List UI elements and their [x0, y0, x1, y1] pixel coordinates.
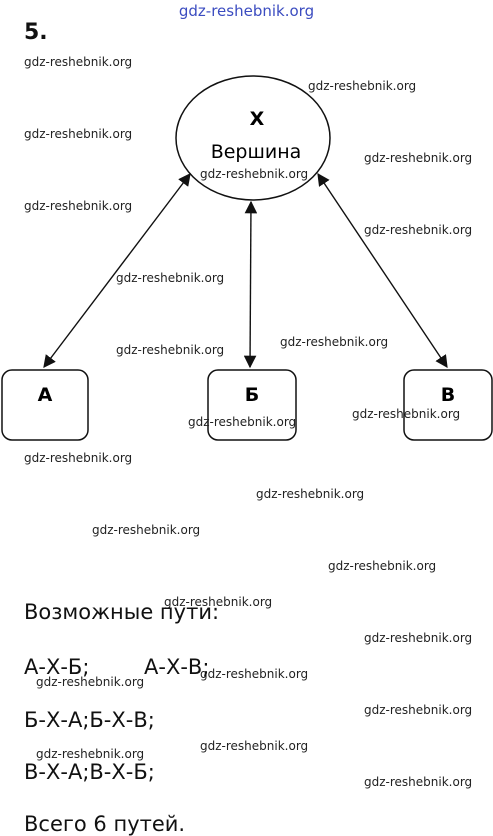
- site-header: gdz-reshebnik.org: [178, 2, 315, 20]
- node-b-shape: [207, 369, 297, 441]
- watermark: gdz-reshebnik.org: [200, 167, 309, 181]
- watermark: gdz-reshebnik.org: [328, 559, 437, 573]
- node-v-shape: [403, 369, 493, 441]
- total-text: Всего 6 путей.: [24, 812, 186, 836]
- watermark: gdz-reshebnik.org: [364, 775, 473, 789]
- watermark: gdz-reshebnik.org: [36, 747, 145, 761]
- watermark: gdz-reshebnik.org: [308, 79, 417, 93]
- path-line: Б-Х-А;Б-Х-В;: [24, 708, 155, 732]
- watermark: gdz-reshebnik.org: [280, 335, 389, 349]
- watermark: gdz-reshebnik.org: [364, 703, 473, 717]
- path-line: В-Х-А;В-Х-Б;: [24, 760, 155, 784]
- node-a-letter: А: [38, 384, 53, 406]
- paths-title: Возможные пути:: [24, 600, 220, 624]
- watermark: gdz-reshebnik.org: [24, 199, 133, 213]
- node-v-letter: В: [441, 384, 455, 406]
- arrow-x-b: [243, 200, 258, 369]
- watermark: gdz-reshebnik.org: [256, 487, 365, 501]
- watermark: gdz-reshebnik.org: [188, 415, 297, 429]
- arrow-x-a: [43, 172, 191, 369]
- watermark: gdz-reshebnik.org: [352, 407, 461, 421]
- watermark: gdz-reshebnik.org: [164, 595, 273, 609]
- watermark: gdz-reshebnik.org: [200, 667, 309, 681]
- watermark: gdz-reshebnik.org: [24, 55, 133, 69]
- task-number: 5.: [24, 20, 48, 45]
- node-b-letter: Б: [245, 384, 259, 406]
- watermark: gdz-reshebnik.org: [24, 127, 133, 141]
- node-a-shape: [1, 369, 89, 441]
- watermark: gdz-reshebnik.org: [116, 271, 225, 285]
- top-node-shape: [175, 75, 331, 201]
- watermark: gdz-reshebnik.org: [24, 451, 133, 465]
- top-node-letter: Х: [250, 108, 265, 130]
- watermark: gdz-reshebnik.org: [36, 675, 145, 689]
- arrow-x-v: [317, 172, 448, 369]
- watermark: gdz-reshebnik.org: [364, 151, 473, 165]
- watermark: gdz-reshebnik.org: [92, 523, 201, 537]
- watermark: gdz-reshebnik.org: [364, 631, 473, 645]
- vertex-diagram: Х Вершина А Б В: [1, 75, 493, 441]
- top-node-caption: Вершина: [211, 141, 302, 163]
- watermark: gdz-reshebnik.org: [116, 343, 225, 357]
- watermark: gdz-reshebnik.org: [364, 223, 473, 237]
- path-line: А-Х-В;: [144, 655, 210, 679]
- path-line: А-Х-Б;: [24, 655, 90, 679]
- watermark: gdz-reshebnik.org: [200, 739, 309, 753]
